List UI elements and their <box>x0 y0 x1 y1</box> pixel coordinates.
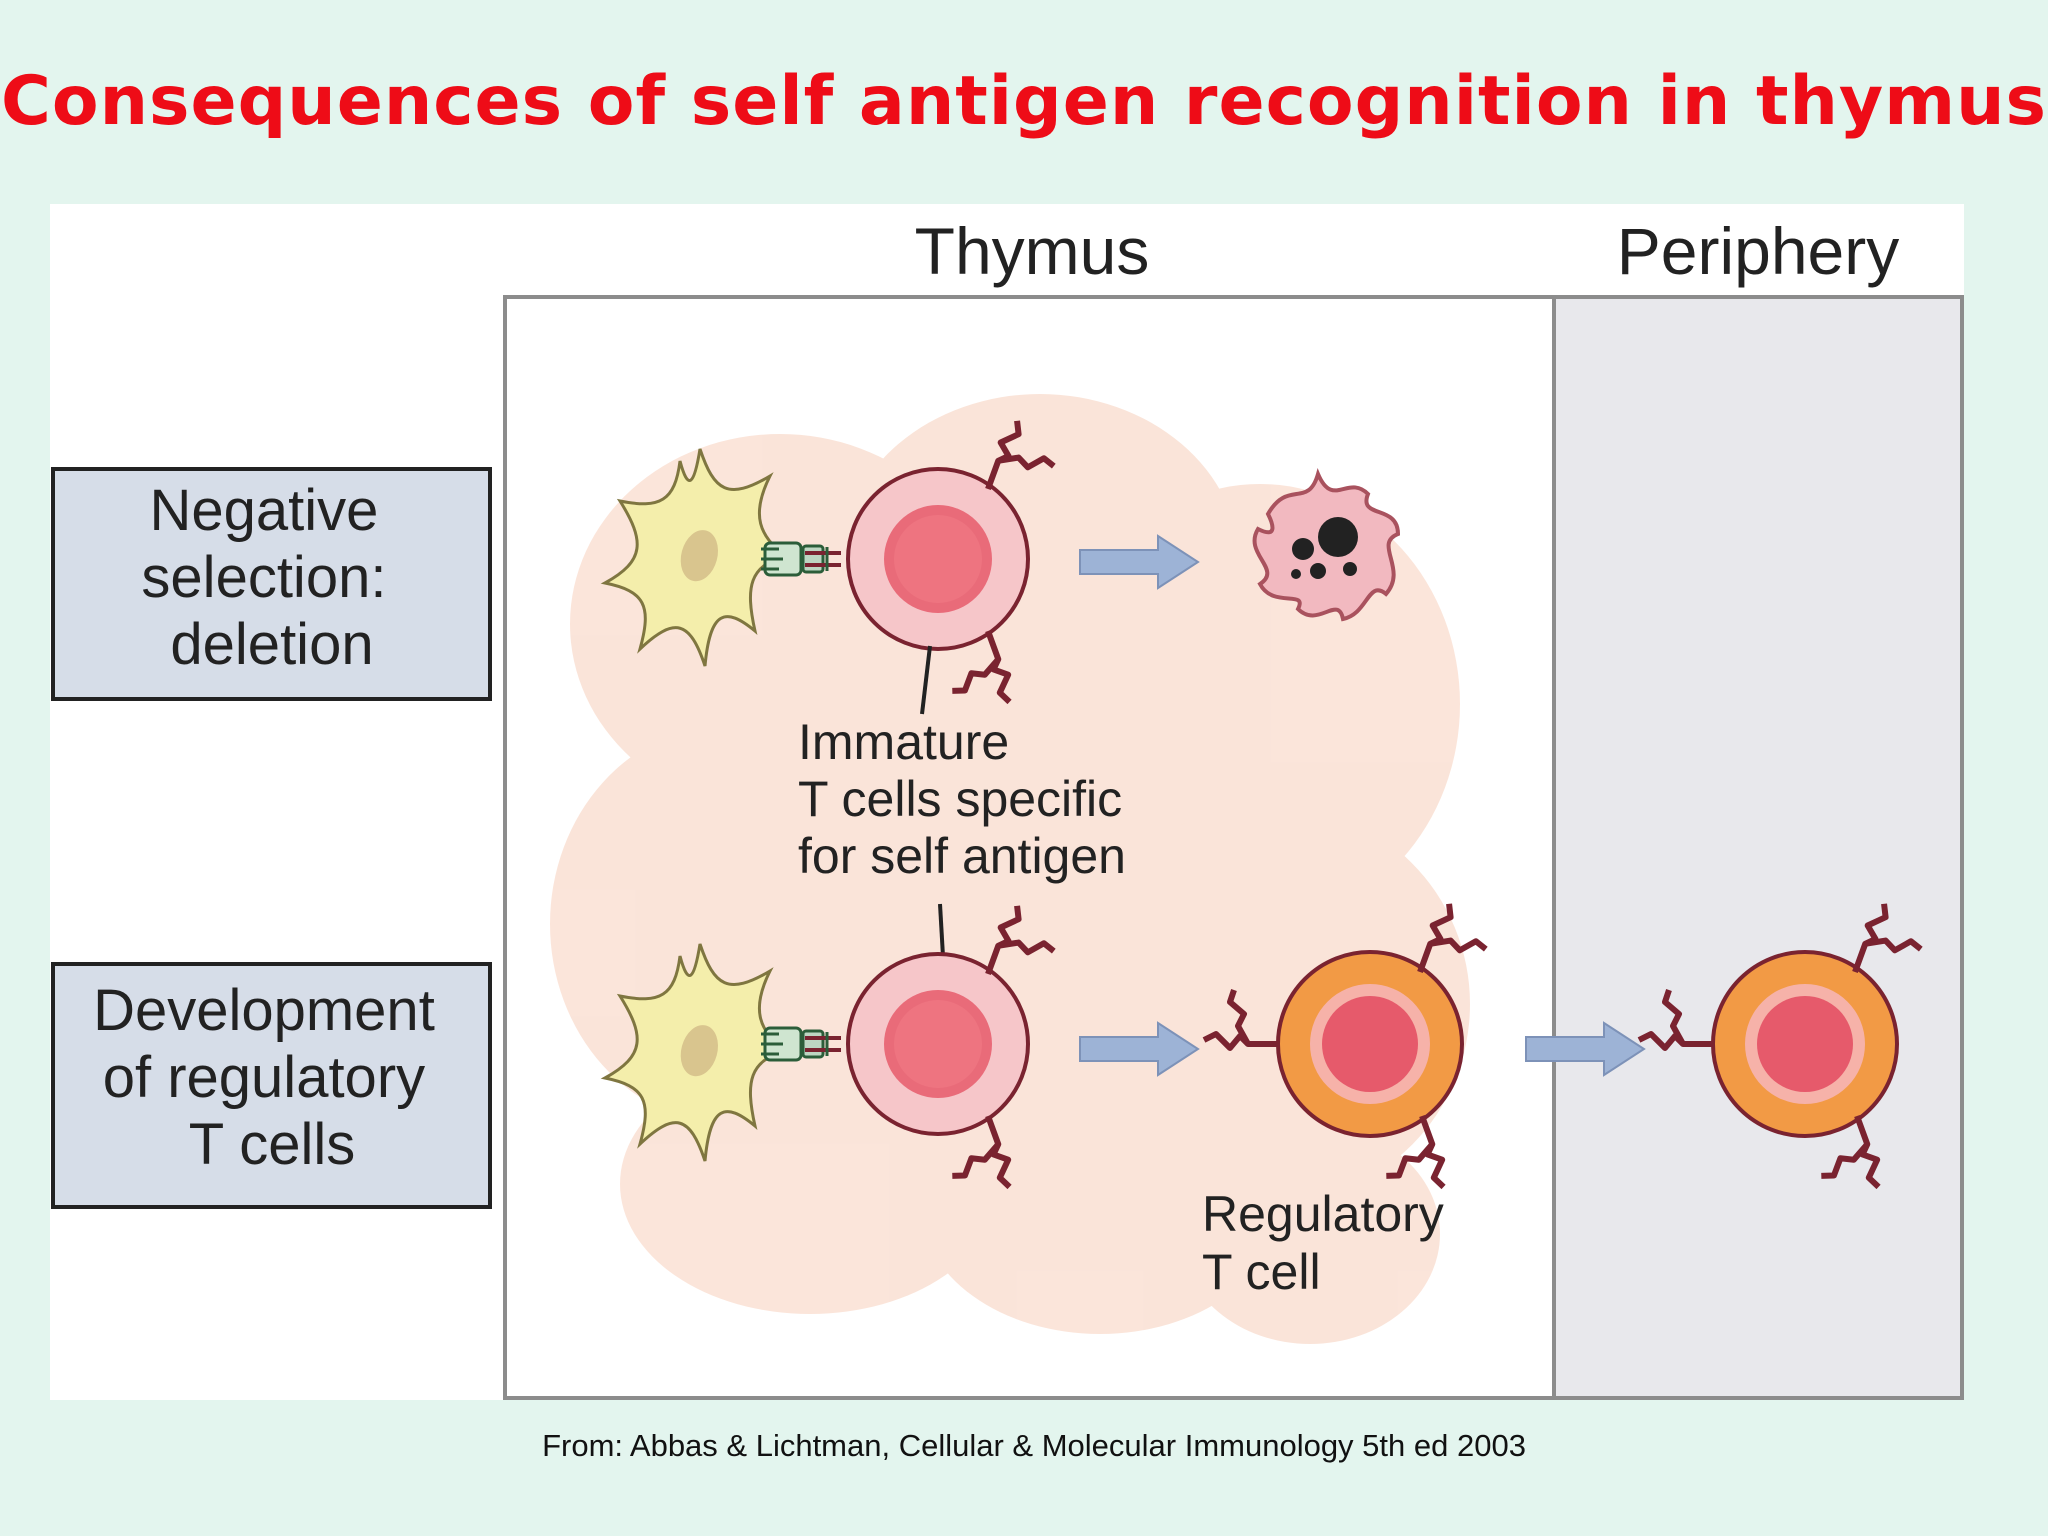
row-label-negative-selection: Negative selection: deletion <box>141 478 402 677</box>
apoptotic-cell-icon <box>1252 468 1401 622</box>
label-immature-t-cells: Immature T cells specific for self antig… <box>798 714 1136 884</box>
diagram-figure: Thymus Periphery Negative selection: del… <box>50 204 1964 1400</box>
diagram-svg: Thymus Periphery Negative selection: del… <box>51 214 1964 1400</box>
row-label-regulatory-development: Development of regulatory T cells <box>93 978 451 1177</box>
pointer-line-immature-top <box>920 645 932 715</box>
slide-title: Consequences of self antigen recognition… <box>0 62 2047 141</box>
dendritic-cell-icon <box>600 943 789 1162</box>
dendritic-cell-icon <box>600 448 789 667</box>
regulatory-t-cell-periphery-icon <box>1639 901 1931 1204</box>
regulatory-t-cell-icon <box>1204 901 1496 1204</box>
citation: From: Abbas & Lichtman, Cellular & Molec… <box>542 1428 1526 1463</box>
immature-t-cell-icon <box>846 903 1064 1204</box>
label-regulatory-t-cell: Regulatory T cell <box>1202 1186 1458 1300</box>
region-label-thymus: Thymus <box>915 214 1150 288</box>
row-box-regulatory-development <box>51 962 492 1209</box>
row-box-negative-selection <box>51 467 492 701</box>
periphery-panel <box>1552 295 1964 1400</box>
immature-t-cell-icon <box>846 418 1064 719</box>
region-label-periphery: Periphery <box>1617 214 1899 288</box>
